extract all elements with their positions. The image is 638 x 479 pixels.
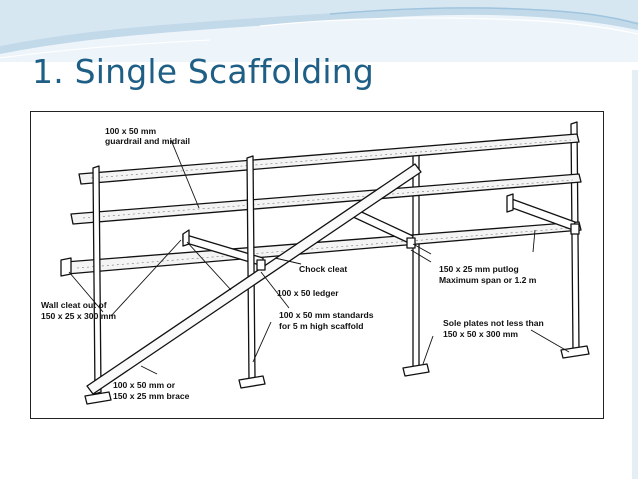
chock-cleat [570, 223, 580, 235]
label-wall-cleat-1: Wall cleat out of [41, 300, 107, 310]
standard-post [412, 147, 420, 371]
standard-post [92, 165, 102, 395]
sole-plate [84, 391, 112, 405]
header-wave-decoration [0, 0, 638, 70]
label-putlog-2: Maximum span or 1.2 m [439, 275, 537, 285]
chock-cleat [256, 259, 266, 271]
label-chock-cleat: Chock cleat [299, 264, 347, 274]
standard-post [570, 121, 580, 353]
sole-plate [238, 375, 266, 389]
midrail [70, 173, 582, 225]
label-guardrail-2: guardrail and midrail [105, 136, 190, 146]
label-wall-cleat-2: 150 x 25 x 300 mm [41, 311, 116, 321]
sole-plate [402, 363, 430, 377]
wall-cleat [60, 257, 72, 277]
chock-cleat [406, 237, 416, 249]
label-putlog-1: 150 x 25 mm putlog [439, 264, 519, 274]
putlog [506, 193, 514, 213]
label-brace-2: 150 x 25 mm brace [113, 391, 190, 401]
scaffolding-drawing: 100 x 50 mm guardrail and midrail Chock … [41, 121, 590, 405]
slide-title: 1. Single Scaffolding [32, 52, 374, 91]
label-ledger: 100 x 50 ledger [277, 288, 339, 298]
guardrail [78, 133, 580, 185]
scaffolding-diagram: 100 x 50 mm guardrail and midrail Chock … [30, 111, 604, 419]
slide-right-edge [632, 70, 638, 479]
label-sole-plates-1: Sole plates not less than [443, 318, 544, 328]
standard-post [246, 155, 256, 381]
diagonal-brace [86, 163, 422, 395]
label-standards-2: for 5 m high scaffold [279, 321, 364, 331]
sole-plate [560, 345, 590, 359]
label-standards-1: 100 x 50 mm standards [279, 310, 374, 320]
label-sole-plates-2: 150 x 50 x 300 mm [443, 329, 518, 339]
label-guardrail-1: 100 x 50 mm [105, 126, 156, 136]
label-brace-1: 100 x 50 mm or [113, 380, 176, 390]
